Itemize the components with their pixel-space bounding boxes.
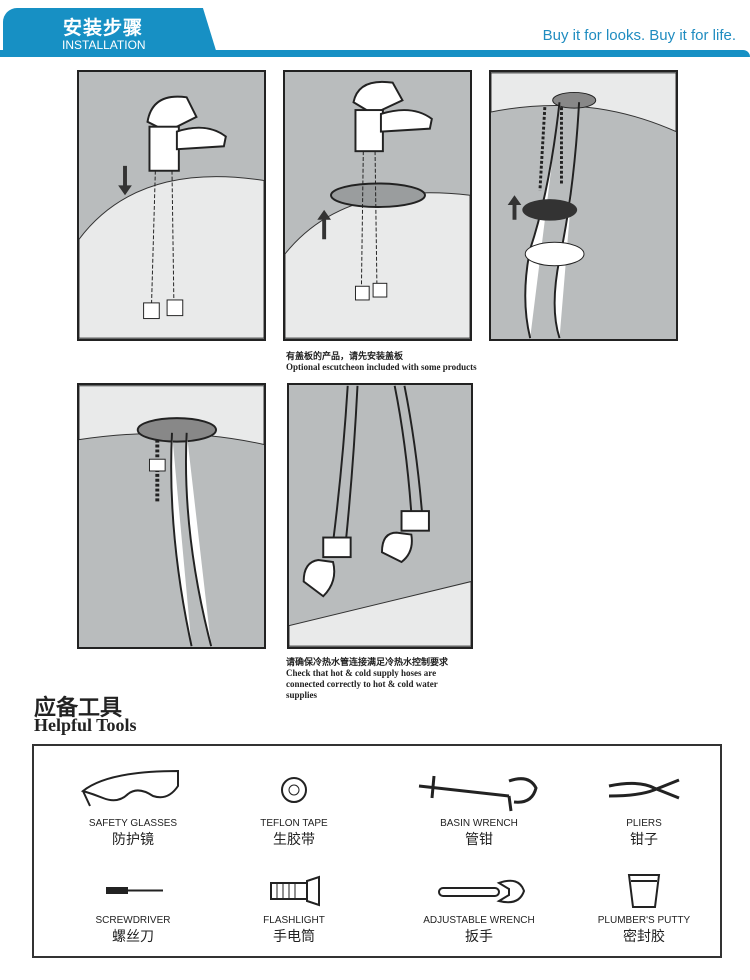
tool-label-cn: 扳手 bbox=[465, 929, 493, 945]
tool-label-en: PLIERS bbox=[626, 818, 662, 829]
tool-teflon-tape: TEFLON TAPE 生胶带 bbox=[209, 766, 379, 849]
tool-label-en: FLASHLIGHT bbox=[263, 915, 325, 926]
step-2-caption-en: Optional escutcheon included with some p… bbox=[286, 362, 477, 372]
teflon-tape-icon bbox=[281, 777, 307, 803]
tool-label-en: ADJUSTABLE WRENCH bbox=[423, 915, 535, 926]
step-5-caption-en-3: supplies bbox=[286, 690, 318, 700]
slogan: Buy it for looks. Buy it for life. bbox=[542, 27, 736, 44]
tool-label-cn: 手电筒 bbox=[273, 929, 315, 945]
step-5-caption-en-1: Check that hot & cold supply hoses are bbox=[286, 668, 437, 678]
step-2-illustration bbox=[283, 70, 472, 341]
basin-wrench-icon bbox=[418, 775, 538, 812]
flashlight-icon bbox=[270, 875, 320, 907]
tools-box: SAFETY GLASSES 防护镜 TEFLON TAPE 生胶带 BASIN W… bbox=[32, 744, 722, 958]
tool-screwdriver: SCREWDRIVER 螺丝刀 bbox=[48, 871, 218, 946]
tools-title-en: Helpful Tools bbox=[34, 715, 137, 735]
tool-label-en: PLUMBER'S PUTTY bbox=[597, 915, 691, 926]
header-title-en: INSTALLATION bbox=[62, 38, 146, 52]
tool-label-en: TEFLON TAPE bbox=[260, 818, 328, 829]
tool-label-en: SCREWDRIVER bbox=[95, 915, 171, 926]
tool-pliers: PLIERS 钳子 bbox=[559, 766, 729, 849]
adjustable-wrench-icon bbox=[438, 879, 526, 904]
screwdriver-icon bbox=[106, 887, 163, 894]
step-1-illustration bbox=[77, 70, 266, 341]
tool-plumbers-putty: PLUMBER'S PUTTY 密封胶 bbox=[559, 871, 729, 946]
tool-safety-glasses: SAFETY GLASSES 防护镜 bbox=[48, 766, 218, 849]
header-tab bbox=[3, 8, 218, 57]
step-5-caption-cn: 请确保冷热水管连接满足冷热水控制要求 bbox=[286, 657, 449, 667]
tool-label-cn: 钳子 bbox=[630, 832, 658, 848]
header-bar bbox=[0, 50, 750, 57]
step-3-illustration bbox=[489, 70, 678, 341]
tool-label-en: SAFETY GLASSES bbox=[88, 818, 178, 829]
tool-adjustable-wrench: ADJUSTABLE WRENCH 扳手 bbox=[394, 871, 564, 946]
tool-flashlight: FLASHLIGHT 手电筒 bbox=[209, 871, 379, 946]
tools-title-cn: 应备工具 bbox=[34, 695, 123, 720]
step-5-illustration bbox=[287, 383, 473, 649]
pliers-icon bbox=[608, 778, 680, 800]
tool-label-cn: 螺丝刀 bbox=[112, 929, 154, 945]
step-2-caption-cn: 有盖板的产品，请先安装盖板 bbox=[286, 351, 404, 361]
safety-glasses-icon bbox=[80, 769, 179, 807]
plumbers-putty-icon bbox=[627, 874, 661, 908]
step-4-illustration bbox=[77, 383, 266, 649]
tool-label-cn: 防护镜 bbox=[112, 832, 154, 848]
tool-label-cn: 密封胶 bbox=[623, 929, 665, 945]
header-title-cn: 安装步骤 bbox=[63, 18, 144, 39]
tool-label-en: BASIN WRENCH bbox=[440, 818, 518, 829]
tool-label-cn: 生胶带 bbox=[273, 832, 315, 848]
tool-basin-wrench: BASIN WRENCH 管钳 bbox=[394, 766, 564, 849]
tool-label-cn: 管钳 bbox=[465, 832, 493, 848]
step-5-caption-en-2: connected correctly to hot & cold water bbox=[286, 679, 438, 689]
